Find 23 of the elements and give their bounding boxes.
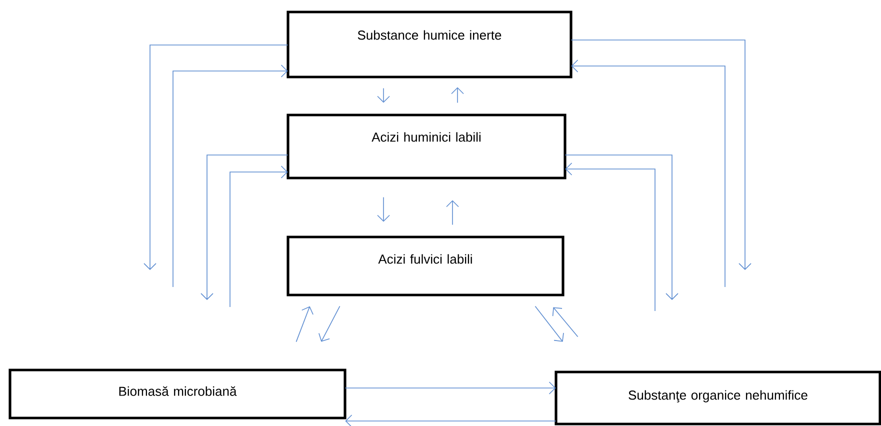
process-box: Acizi fulvici labili (286, 236, 564, 296)
process-box: Substance humice inerte (286, 10, 572, 78)
arrow (564, 154, 678, 300)
arrow (230, 166, 288, 308)
arrow (534, 306, 564, 342)
arrow (172, 64, 288, 288)
process-box: Biomasă microbiană (8, 368, 346, 420)
arrow (377, 196, 390, 222)
arrow (296, 306, 314, 342)
arrow (200, 154, 288, 300)
arrow (446, 200, 459, 226)
arrow (318, 306, 340, 342)
arrow (144, 44, 288, 270)
process-box: Substanţe organice nehumifice (554, 370, 881, 426)
arrow (565, 162, 656, 312)
arrow (552, 307, 578, 338)
arrow (571, 60, 726, 288)
arrow (345, 414, 556, 426)
arrow (570, 40, 752, 270)
arrow (344, 382, 556, 394)
arrow (377, 88, 390, 103)
arrow (451, 87, 464, 104)
process-box: Acizi huminici labili (286, 114, 566, 180)
